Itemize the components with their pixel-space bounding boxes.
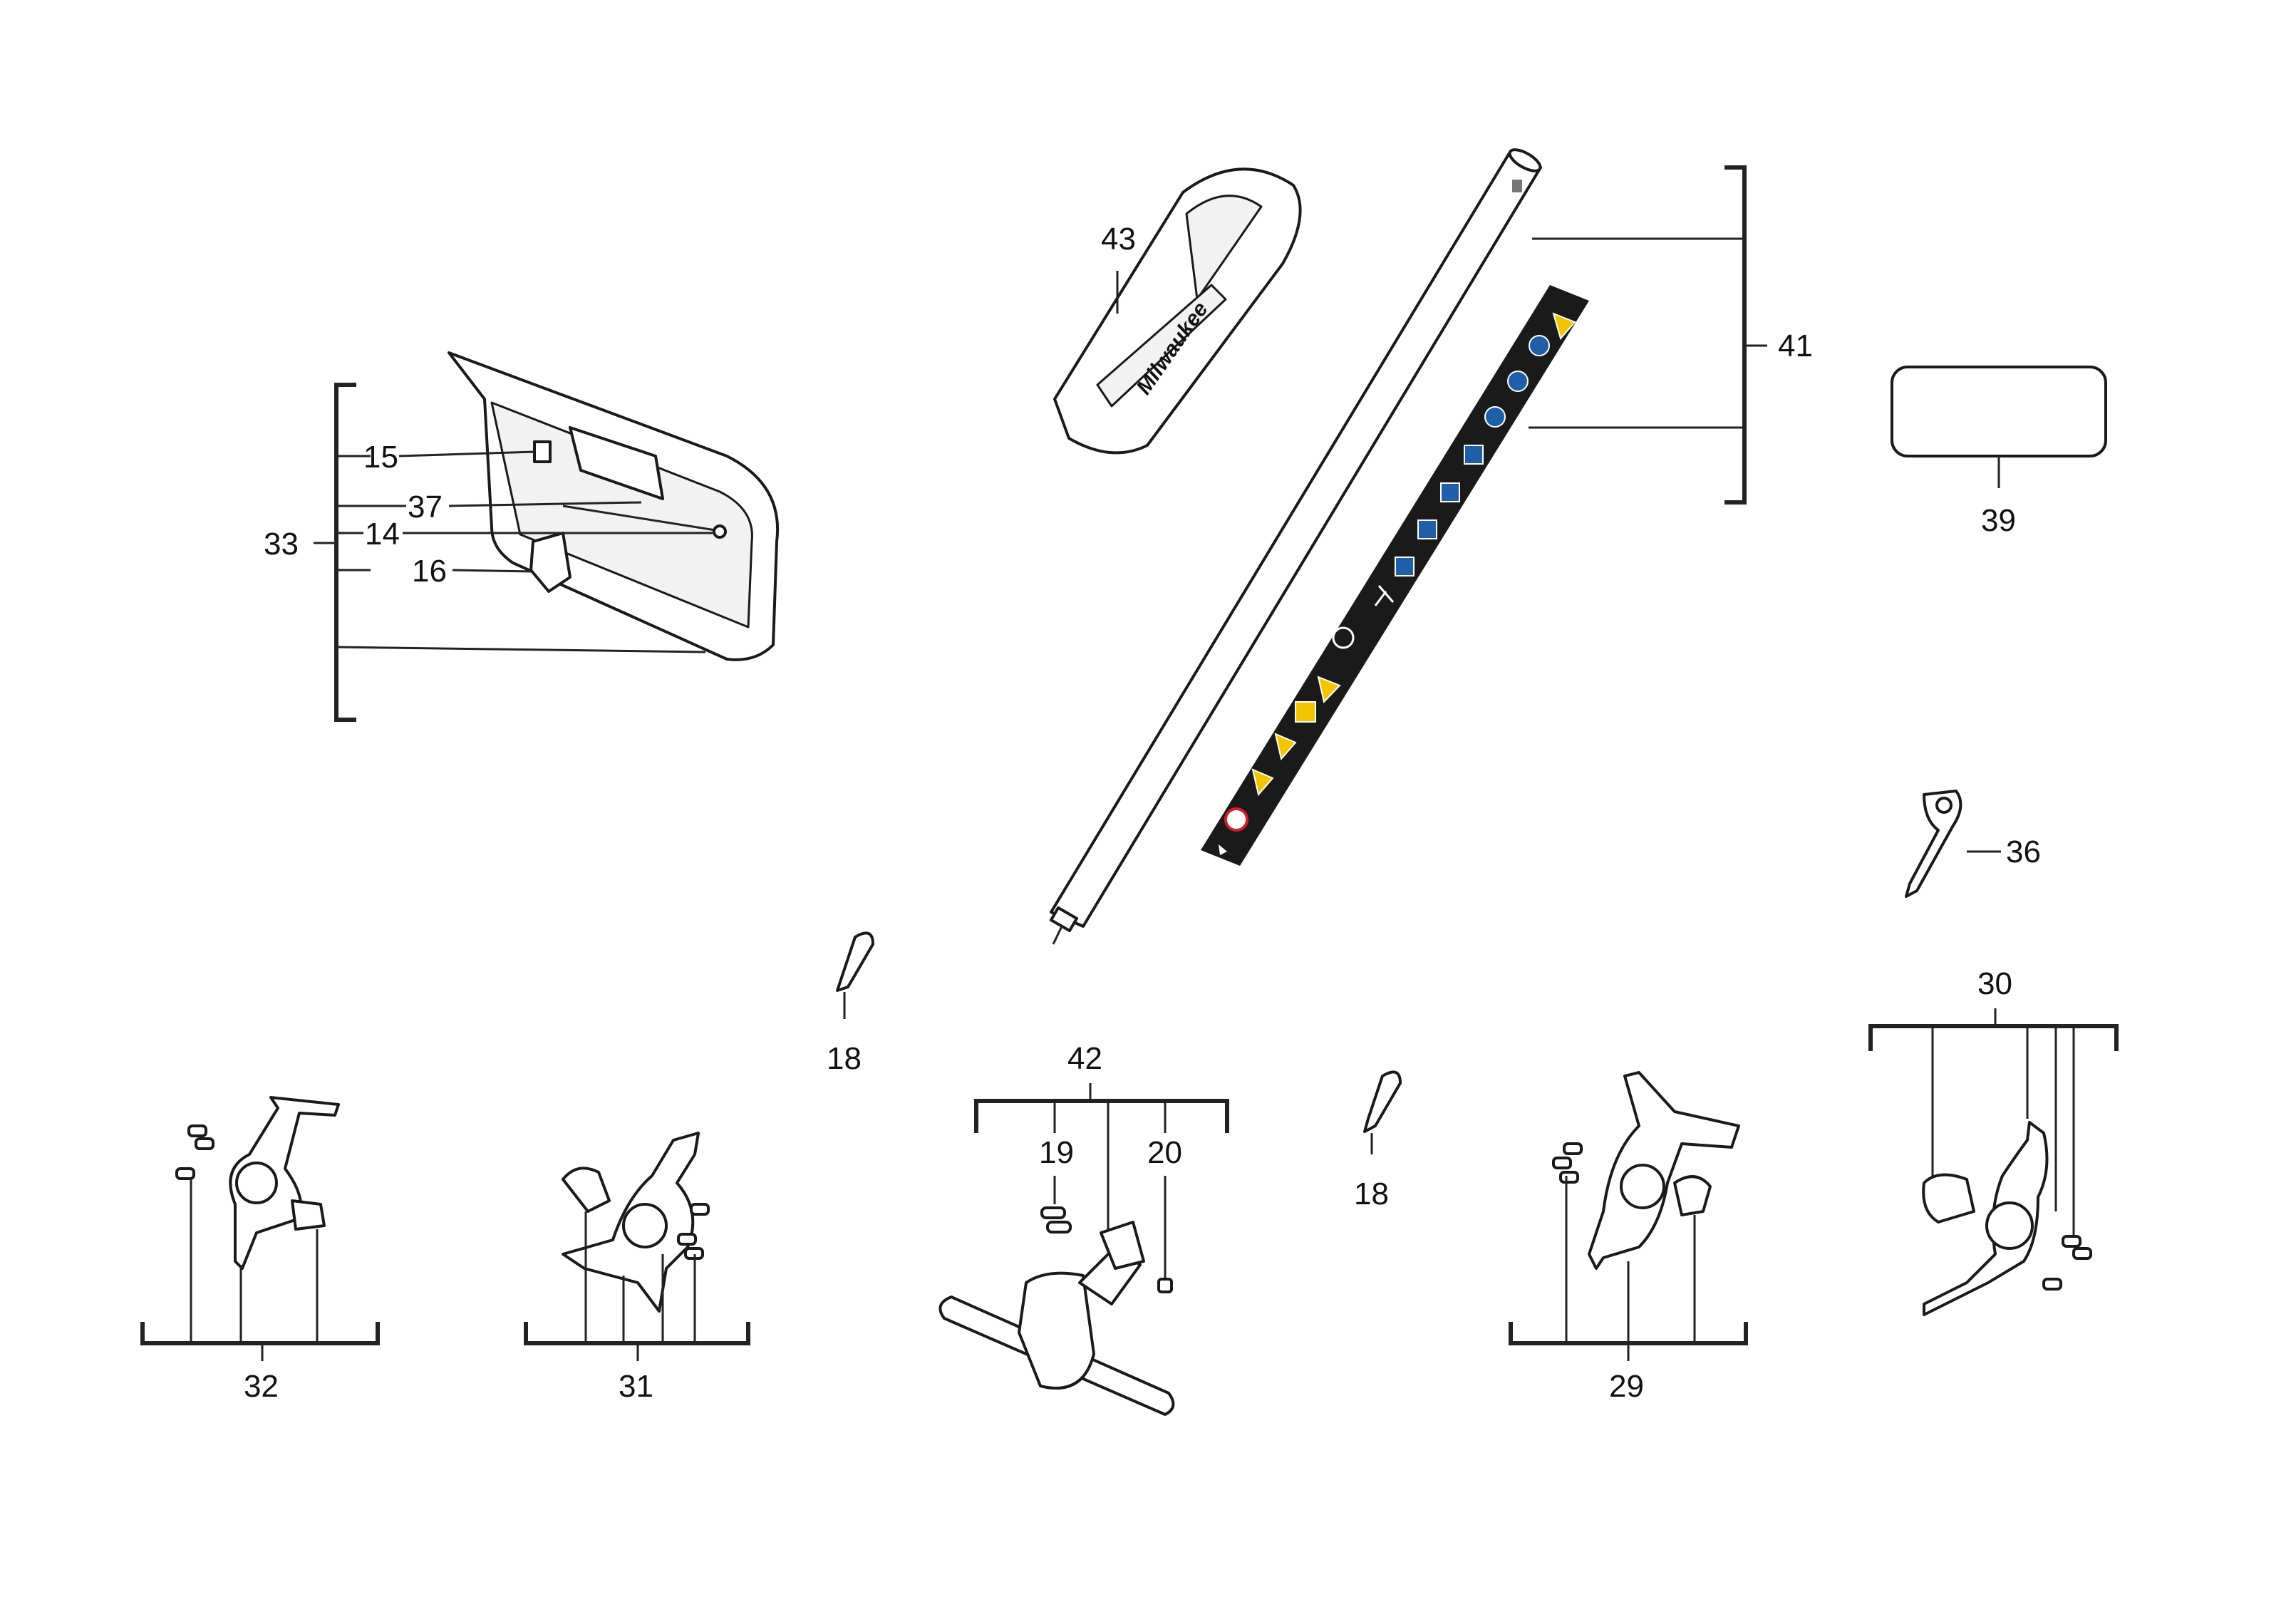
- thrown-object-warning-icon: [1317, 676, 1341, 704]
- gearbox-collar: [1100, 1221, 1145, 1270]
- callout-39: 39: [1981, 503, 2016, 538]
- callout-29: 29: [1609, 1369, 1644, 1404]
- callout-31: 31: [619, 1369, 653, 1404]
- bracket-33: [334, 383, 356, 722]
- callout-43: 43: [1101, 222, 1136, 257]
- bystander-icon: [1332, 626, 1355, 649]
- callout-18b: 18: [1354, 1176, 1389, 1211]
- bystander-distance-icon: [1374, 585, 1395, 606]
- part-43-blade-cover: Milwaukee 43: [1053, 167, 1302, 455]
- read-manual-icon: [1507, 371, 1529, 392]
- pin-18-right: [1363, 1070, 1402, 1133]
- protective-clothing-icon: [1395, 557, 1415, 576]
- callout-33: 33: [264, 527, 299, 562]
- screw-19b: [1046, 1221, 1072, 1233]
- prohibition-icon: [1224, 807, 1248, 832]
- part-18-pin-left: 18: [827, 931, 874, 1076]
- tine-hub-29: [1673, 1175, 1712, 1216]
- part-41-shaft-assembly: 41: [1050, 148, 1813, 945]
- part-30-tine-assembly: 30: [1868, 966, 2119, 1316]
- bracket-30: [1868, 1024, 2119, 1051]
- rotating-blade-warning-icon: [1251, 768, 1274, 797]
- tine-plate-30: [1923, 1121, 2049, 1316]
- callout-36: 36: [2006, 834, 2041, 869]
- part-15-nut: [533, 440, 552, 463]
- callout-20: 20: [1147, 1135, 1182, 1170]
- part-32-tine-assembly: 32: [140, 1096, 380, 1404]
- tine-plate-29: [1588, 1071, 1740, 1270]
- bracket-41: [1724, 165, 1747, 505]
- part-29-tine-assembly: 29: [1509, 1071, 1748, 1404]
- tine-plate-32: [229, 1096, 340, 1270]
- shield-assembly: 33 15 37 14 16: [264, 351, 780, 722]
- callout-14: 14: [365, 517, 400, 552]
- part-16-clip: [529, 532, 572, 593]
- gloves-icon: [1464, 445, 1484, 465]
- blade-cover-body: [1053, 167, 1302, 455]
- tine-hub-31: [562, 1167, 611, 1213]
- callout-32: 32: [244, 1369, 279, 1404]
- arrow-icon: [1219, 844, 1227, 855]
- label-plate: [1891, 366, 2107, 457]
- hot-surface-warning-icon: [1274, 733, 1297, 761]
- eye-protection-icon: [1529, 335, 1550, 356]
- callout-18a: 18: [827, 1041, 862, 1076]
- screw-20: [1157, 1278, 1173, 1293]
- key-tool: [1905, 790, 1962, 898]
- part-31-tine-assembly: 31: [524, 1132, 750, 1404]
- boots-icon: [1440, 482, 1460, 502]
- ear-protection-icon: [1484, 406, 1506, 428]
- gearbox-housing: [1018, 1271, 1095, 1390]
- screw-19a: [1040, 1206, 1066, 1219]
- tine-hub-32: [291, 1199, 326, 1231]
- callout-15: 15: [363, 440, 398, 475]
- long-pants-icon: [1417, 519, 1437, 539]
- tine-hub-30: [1922, 1173, 1975, 1224]
- bracket-42: [974, 1099, 1229, 1133]
- shield-mount-block: [569, 426, 664, 500]
- callout-41: 41: [1778, 329, 1813, 363]
- pin-18-left: [836, 931, 874, 992]
- hazard-square-icon: [1295, 701, 1316, 723]
- callout-30: 30: [1977, 966, 2012, 1001]
- callout-42: 42: [1067, 1041, 1102, 1076]
- warning-label-strip: [1201, 285, 1589, 866]
- bracket-32: [140, 1322, 380, 1345]
- part-18-pin-right: 18: [1354, 1070, 1402, 1211]
- part-36-key: 36: [1905, 790, 2041, 898]
- callout-16: 16: [412, 554, 447, 589]
- drive-shaft: [1050, 152, 1542, 928]
- part-42-gearbox-assembly: 42 19 20: [938, 1041, 1229, 1416]
- part-39-label-plate: 39: [1891, 366, 2107, 538]
- warning-triangle-icon: [1552, 312, 1576, 341]
- callout-19: 19: [1039, 1135, 1074, 1170]
- bracket-31: [524, 1322, 750, 1345]
- callout-37: 37: [408, 490, 443, 524]
